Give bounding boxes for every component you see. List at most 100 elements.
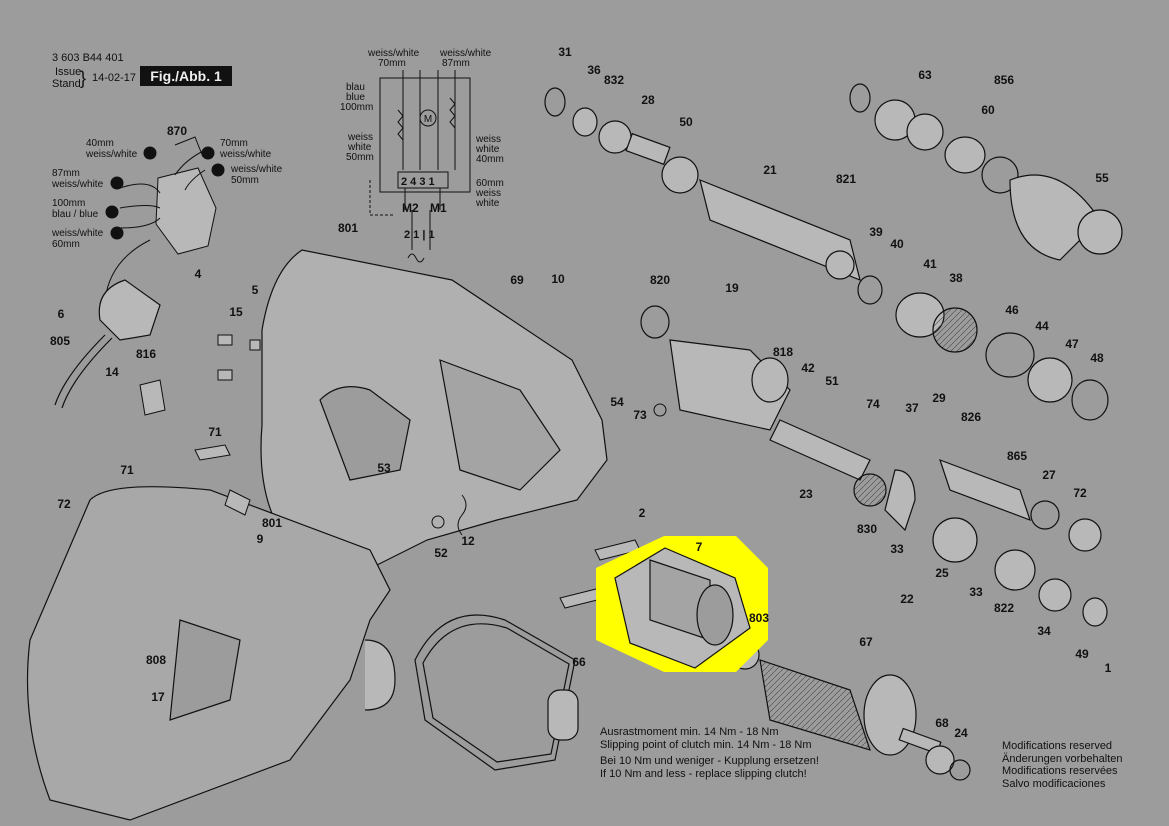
doc-number: 3 603 B44 401	[52, 52, 124, 64]
sw-87-color: weiss/white	[51, 179, 104, 190]
part-label-71: 71	[208, 425, 222, 439]
part-label-801: 801	[262, 516, 282, 530]
part-label-865: 865	[1007, 449, 1027, 463]
small-parts	[139, 334, 667, 609]
part-label-23: 23	[799, 487, 813, 501]
part-label-808: 808	[146, 653, 166, 667]
part-label-38: 38	[949, 271, 963, 285]
sw-100-length: 100mm	[52, 198, 85, 209]
part-label-55: 55	[1095, 171, 1109, 185]
part-label-54: 54	[610, 395, 624, 409]
sw-50-length: 50mm	[231, 175, 259, 186]
modifications-note: Modifications reserved Änderungen vorbeh…	[1002, 740, 1122, 790]
sw-87-length: 87mm	[52, 168, 80, 179]
part-label-33: 33	[890, 542, 904, 556]
sw-60-color: weiss/white	[51, 228, 104, 239]
marker-b: b	[109, 208, 115, 219]
part-label-39: 39	[869, 225, 883, 239]
sw-100-color: blau / blue	[52, 209, 99, 220]
sw-40-color: weiss/white	[85, 149, 138, 160]
part-label-34: 34	[1037, 624, 1051, 638]
wire-white-left-1: weiss	[347, 132, 373, 143]
part-label-66: 66	[572, 655, 586, 669]
figure-label: Fig./Abb. 1	[140, 66, 232, 86]
bottom-terminal-row: 2 1 | 1	[404, 229, 435, 241]
wire-top-right-color: weiss/white	[439, 48, 492, 59]
wire-top-right-length: 87mm	[442, 58, 470, 69]
wire-blue-2: blue	[346, 92, 365, 103]
wire-white-right-1: weiss	[475, 134, 501, 145]
part-label-805: 805	[50, 334, 70, 348]
part-label-9: 9	[257, 532, 264, 546]
issue-date: 14-02-17	[92, 72, 137, 84]
torque-note-line-3: Bei 10 Nm und weniger - Kupplung ersetze…	[600, 755, 819, 767]
part-label-830: 830	[857, 522, 877, 536]
part-label-41: 41	[923, 257, 937, 271]
sw-50-color: weiss/white	[230, 164, 283, 175]
marker-f: f	[148, 149, 152, 160]
wire-right-bottom-1: 60mm	[476, 178, 504, 189]
wire-white-right-2: white	[475, 144, 500, 155]
part-label-63: 63	[918, 68, 932, 82]
part-label-5: 5	[252, 283, 259, 297]
part-label-821: 821	[836, 172, 856, 186]
m1-label: M1	[430, 201, 447, 215]
part-label-856: 856	[994, 73, 1014, 87]
part-label-17: 17	[151, 690, 165, 704]
wire-blue-1: blau	[346, 82, 365, 93]
m2-label: M2	[402, 201, 419, 215]
torque-note-line-2: Slipping point of clutch min. 14 Nm - 18…	[600, 738, 812, 751]
part-label-42: 42	[801, 361, 815, 375]
torque-note: Ausrastmoment min. 14 Nm - 18 Nm Slippin…	[600, 726, 819, 780]
part-label-21: 21	[763, 163, 777, 177]
part-label-33: 33	[969, 585, 983, 599]
part-label-72: 72	[1073, 486, 1087, 500]
wire-letter-markers: f a b c e d	[105, 146, 225, 240]
part-label-19: 19	[725, 281, 739, 295]
part-label-48: 48	[1090, 351, 1104, 365]
part-label-826: 826	[961, 410, 981, 424]
marker-a: a	[114, 179, 120, 190]
stator-field-part	[614, 547, 751, 669]
part-label-24: 24	[954, 726, 968, 740]
part-label-25: 25	[935, 566, 949, 580]
part-label-71: 71	[120, 463, 134, 477]
part-label-822: 822	[994, 601, 1014, 615]
gear-clutch-assembly	[640, 275, 1109, 627]
part-label-1: 1	[1105, 661, 1112, 675]
part-label-803: 803	[749, 611, 769, 625]
part-label-2: 2	[639, 506, 646, 520]
switch-assembly	[104, 136, 217, 301]
part-label-73: 73	[633, 408, 647, 422]
part-label-6: 6	[58, 307, 65, 321]
part-label-29: 29	[932, 391, 946, 405]
wire-top-left-length: 70mm	[378, 58, 406, 69]
part-label-40: 40	[890, 237, 904, 251]
part-label-49: 49	[1075, 647, 1089, 661]
power-cord	[54, 279, 161, 409]
mods-line-2: Änderungen vorbehalten	[1002, 752, 1123, 765]
part-label-15: 15	[229, 305, 243, 319]
part-label-44: 44	[1035, 319, 1049, 333]
torque-note-line-4: If 10 Nm and less - replace slipping clu…	[600, 767, 807, 780]
stand-label: Stand	[52, 78, 81, 90]
part-label-801: 801	[338, 221, 358, 235]
part-label-68: 68	[935, 716, 949, 730]
wire-white-right-3: 40mm	[476, 154, 504, 165]
part-label-60: 60	[981, 103, 995, 117]
part-label-72: 72	[57, 497, 71, 511]
wire-white-left-2: white	[347, 142, 372, 153]
part-label-69: 69	[510, 273, 524, 287]
terminal-row: 2 4 3 1	[401, 176, 435, 188]
marker-d: d	[215, 166, 221, 177]
part-label-4: 4	[195, 267, 202, 281]
sw-40-length: 40mm	[86, 138, 114, 149]
part-label-53: 53	[377, 461, 391, 475]
sw-70-length: 70mm	[220, 138, 248, 149]
mods-line-1: Modifications reserved	[1002, 740, 1113, 752]
part-label-46: 46	[1005, 303, 1019, 317]
issue-label: Issue	[55, 66, 82, 78]
